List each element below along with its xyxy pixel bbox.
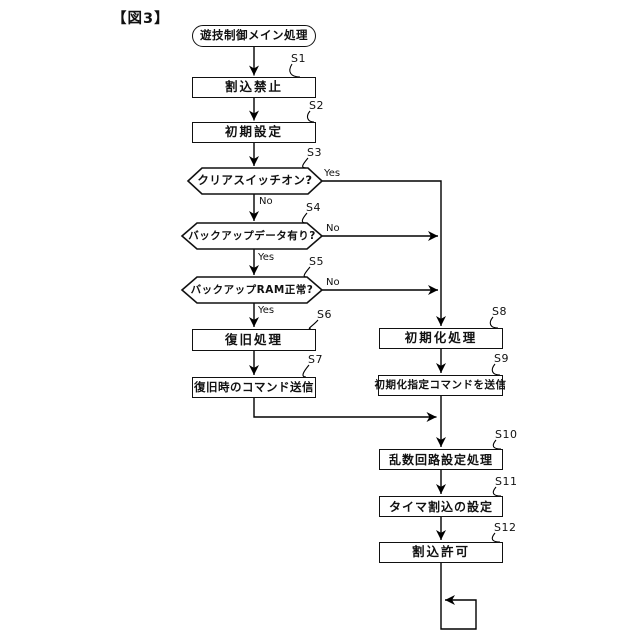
decision-s3: クリアスイッチオン? bbox=[194, 168, 316, 194]
process-s9: 初期化指定コマンドを送信 bbox=[375, 375, 506, 396]
decision-s4: バックアップデータ有り? bbox=[188, 223, 316, 249]
leader-s1 bbox=[289, 63, 301, 78]
process-s8-label: 初期化処理 bbox=[404, 330, 478, 346]
process-s12: 割込許可 bbox=[379, 542, 503, 563]
step-label-s12: S12 bbox=[494, 521, 517, 534]
process-s7: 復旧時のコマンド送信 bbox=[192, 377, 316, 398]
decision-s3-label: クリアスイッチオン? bbox=[197, 173, 313, 188]
decision-s4-label: バックアップデータ有り? bbox=[188, 229, 316, 242]
leader-s7 bbox=[302, 364, 310, 378]
step-label-s2: S2 bbox=[309, 99, 324, 112]
leader-s4 bbox=[301, 212, 308, 224]
process-s12-label: 割込許可 bbox=[411, 544, 470, 560]
branch-label-s4-no: No bbox=[326, 223, 340, 234]
process-s8: 初期化処理 bbox=[379, 328, 503, 349]
process-s7-label: 復旧時のコマンド送信 bbox=[194, 379, 314, 394]
decision-s5: バックアップRAM正常? bbox=[188, 277, 316, 303]
process-s2: 初期設定 bbox=[192, 122, 316, 143]
main-loop-path bbox=[440, 563, 477, 630]
branch-label-s5-no: No bbox=[326, 277, 340, 288]
branch-label-s3-no: No bbox=[259, 196, 273, 207]
terminal-start: 遊技制御メイン処理 bbox=[192, 25, 316, 47]
branch-label-s3-yes: Yes bbox=[324, 168, 341, 179]
process-s9-label: 初期化指定コマンドを送信 bbox=[374, 379, 507, 392]
process-s11-label: タイマ割込の設定 bbox=[388, 499, 493, 514]
step-label-s9: S9 bbox=[494, 352, 509, 365]
step-label-s11: S11 bbox=[495, 475, 518, 488]
leader-s2 bbox=[306, 110, 315, 123]
step-label-s7: S7 bbox=[308, 353, 323, 366]
step-label-s4: S4 bbox=[306, 201, 321, 214]
branch-label-s4-yes: Yes bbox=[258, 252, 275, 263]
process-s10: 乱数回路設定処理 bbox=[379, 449, 503, 470]
leader-s6 bbox=[308, 319, 319, 330]
leader-s3 bbox=[302, 157, 309, 169]
decision-shape-s4 bbox=[180, 222, 324, 250]
step-label-s6: S6 bbox=[317, 308, 332, 321]
step-label-s8: S8 bbox=[492, 305, 507, 318]
branch-label-s5-yes: Yes bbox=[258, 305, 275, 316]
leader-s11 bbox=[492, 486, 502, 497]
leader-s12 bbox=[491, 532, 501, 543]
decision-s5-label: バックアップRAM正常? bbox=[190, 283, 314, 296]
terminal-start-label: 遊技制御メイン処理 bbox=[200, 28, 308, 43]
process-s10-label: 乱数回路設定処理 bbox=[388, 452, 493, 467]
connector-s3-yes-to-s8 bbox=[322, 180, 446, 326]
leader-s9 bbox=[491, 363, 501, 376]
process-s6: 復旧処理 bbox=[192, 329, 316, 351]
process-s2-label: 初期設定 bbox=[224, 124, 283, 140]
process-s11: タイマ割込の設定 bbox=[379, 496, 503, 517]
step-label-s10: S10 bbox=[495, 428, 518, 441]
connector-s7-to-merge bbox=[253, 398, 437, 422]
decision-shape-s3 bbox=[186, 167, 324, 195]
leader-s10 bbox=[492, 439, 502, 450]
figure-label: 【図3】 bbox=[112, 11, 170, 27]
process-s1-label: 割込禁止 bbox=[224, 79, 283, 95]
leader-s5 bbox=[303, 266, 311, 278]
process-s6-label: 復旧処理 bbox=[224, 331, 283, 347]
decision-shape-s5 bbox=[180, 276, 324, 304]
step-label-s5: S5 bbox=[309, 255, 324, 268]
step-label-s1: S1 bbox=[291, 52, 306, 65]
step-label-s3: S3 bbox=[307, 146, 322, 159]
process-s1: 割込禁止 bbox=[192, 77, 316, 98]
leader-s8 bbox=[489, 316, 499, 329]
